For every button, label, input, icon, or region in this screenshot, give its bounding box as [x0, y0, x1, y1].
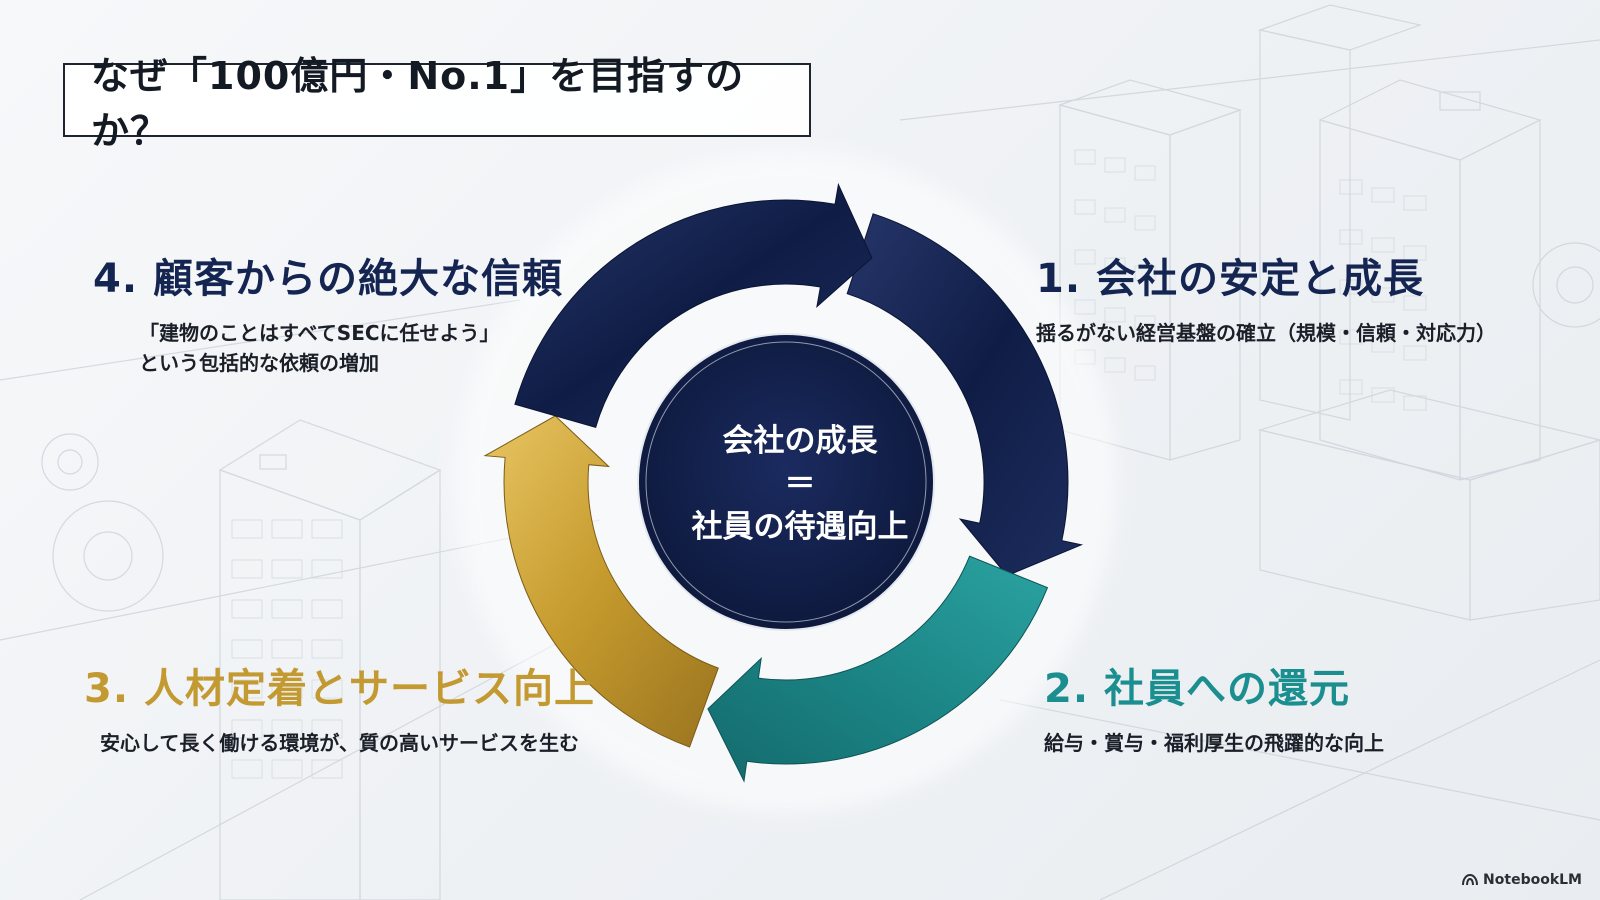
brand-mark: NotebookLM: [1462, 872, 1582, 888]
stage-3: 3. 人材定着とサービス向上 安心して長く働ける環境が、質の高いサービスを生む: [84, 656, 595, 758]
page-title: なぜ「100億円・No.1」を目指すのか？: [91, 54, 745, 153]
cycle-arrow-2: [707, 555, 1049, 783]
stage-4-heading: 4. 顧客からの絶大な信頼: [93, 256, 563, 302]
stage-2-description: 給与・賞与・福利厚生の飛躍的な向上: [1044, 731, 1384, 755]
cycle-arrow-1: [846, 213, 1084, 577]
center-line-1: 会社の成長: [722, 423, 878, 459]
notebook-logo-icon: [1462, 874, 1479, 886]
center-label: 会社の成長 ＝ 社員の待遇向上: [650, 420, 950, 549]
stage-4-description-line-2: という包括的な依頼の増加: [139, 351, 379, 375]
center-line-3: 社員の待遇向上: [691, 509, 909, 545]
stage-4: 4. 顧客からの絶大な信頼 「建物のことはすべてSECに任せよう」 という包括的…: [93, 246, 563, 378]
center-hub: [637, 333, 935, 631]
cycle-arrow-4: [514, 182, 873, 429]
stage-3-heading: 3. 人材定着とサービス向上: [84, 666, 595, 712]
brand-label: NotebookLM: [1483, 872, 1582, 888]
stage-1-heading: 1. 会社の安定と成長: [1036, 256, 1424, 302]
stage-4-description: 「建物のことはすべてSECに任せよう」 という包括的な依頼の増加: [139, 318, 563, 378]
stage-3-description: 安心して長く働ける環境が、質の高いサービスを生む: [100, 731, 579, 755]
stage-2-heading: 2. 社員への還元: [1044, 666, 1350, 712]
cycle-arrow-3: [483, 415, 719, 748]
page-title-box: なぜ「100億円・No.1」を目指すのか？: [63, 54, 811, 153]
stage-1-description: 揺るがない経営基盤の確立（規模・信頼・対応力）: [1036, 321, 1496, 345]
center-line-2: ＝: [784, 466, 816, 502]
stage-2: 2. 社員への還元 給与・賞与・福利厚生の飛躍的な向上: [1044, 656, 1384, 758]
stage-1: 1. 会社の安定と成長 揺るがない経営基盤の確立（規模・信頼・対応力）: [1036, 246, 1496, 348]
stage-4-description-line-1: 「建物のことはすべてSECに任せよう」: [139, 321, 500, 345]
